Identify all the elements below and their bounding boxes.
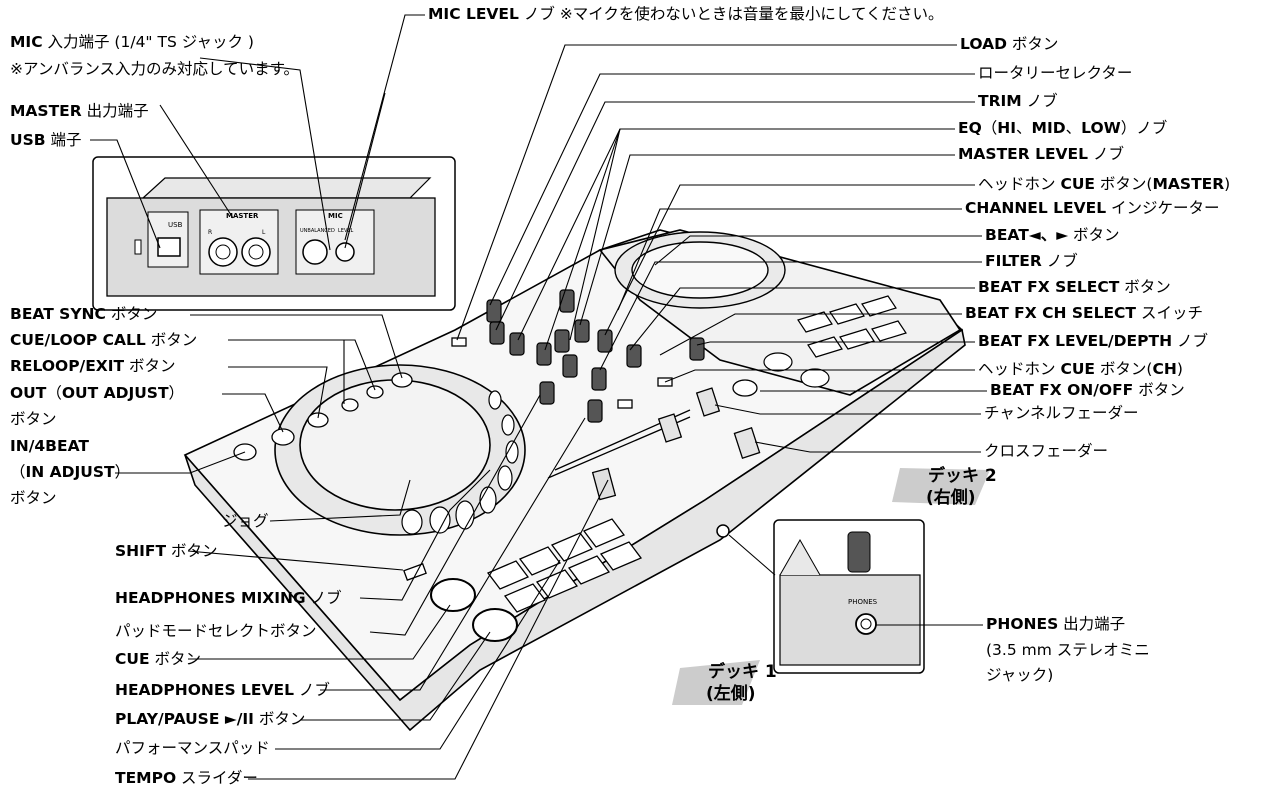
deck1-arrow: [672, 660, 760, 705]
inset-level-text: LEVEL: [338, 228, 354, 234]
mixer-knobs: [486, 289, 705, 423]
deck2-name: デッキ 2: [928, 466, 997, 486]
label-crossfader: クロスフェーダー: [984, 442, 1109, 460]
inset-mic-text: MIC: [328, 212, 343, 220]
label-master-level: MASTER LEVEL ノブ: [958, 145, 1124, 163]
label-rotary-selector: ロータリーセレクター: [978, 64, 1133, 82]
deck1-side: (左側): [706, 684, 756, 704]
label-beat-fx-ch-select: BEAT FX CH SELECT スイッチ: [965, 304, 1203, 322]
chassis-front: [184, 328, 966, 732]
label-usb-port: USB 端子: [10, 131, 82, 149]
label-beat-fx-on-off: BEAT FX ON/OFF ボタン: [990, 381, 1185, 399]
label-jog: ジョグ: [222, 512, 269, 530]
leader-lines: [90, 14, 987, 780]
label-trim: TRIM ノブ: [978, 92, 1058, 110]
label-in-adjust: （IN ADJUST）: [10, 463, 131, 481]
label-cue-loop-call: CUE/LOOP CALL ボタン: [10, 331, 198, 349]
label-phones-spec: (3.5 mm ステレオミニ: [986, 641, 1150, 659]
left-jog: [274, 364, 526, 536]
label-phones-output: PHONES 出力端子: [986, 615, 1126, 633]
deck2-side: (右側): [926, 488, 976, 508]
inset-rear-panel: [92, 156, 456, 311]
label-headphone-cue-ch: ヘッドホン CUE ボタン(CH): [978, 360, 1183, 378]
phones-jack-front: [716, 524, 730, 538]
label-channel-fader: チャンネルフェーダー: [984, 404, 1139, 422]
label-phones-jack: ジャック): [986, 666, 1054, 684]
performance-pads: [486, 518, 643, 613]
label-headphones-mixing: HEADPHONES MIXING ノブ: [115, 589, 342, 607]
deck2-arrow: [892, 468, 990, 505]
label-channel-level: CHANNEL LEVEL インジケーター: [965, 199, 1220, 217]
inset-l-text: L: [262, 229, 266, 236]
label-beat-fx-select: BEAT FX SELECT ボタン: [978, 278, 1171, 296]
label-in-4beat: IN/4BEAT: [10, 437, 89, 455]
inset-usb-text: USB: [168, 221, 183, 229]
label-reloop-exit: RELOOP/EXIT ボタン: [10, 357, 176, 375]
inset-phones-text: PHONES: [848, 598, 878, 606]
label-beat-sync: BEAT SYNC ボタン: [10, 305, 158, 323]
label-beat-buttons: BEAT◄、► ボタン: [985, 226, 1120, 244]
label-headphones-level: HEADPHONES LEVEL ノブ: [115, 681, 330, 699]
right-jog: [614, 231, 786, 309]
label-tempo-slider: TEMPO スライダー: [115, 769, 258, 787]
label-headphone-cue-master: ヘッドホン CUE ボタン(MASTER): [978, 175, 1231, 193]
inset-master-text: MASTER: [226, 212, 259, 220]
label-mic-input: MIC 入力端子 (1/4" TS ジャック ): [10, 33, 254, 51]
label-out-button: ボタン: [10, 410, 57, 428]
label-eq: EQ（HI、MID、LOW）ノブ: [958, 119, 1168, 137]
mixer-faders: [451, 337, 761, 459]
label-performance-pads: パフォーマンスパッド: [115, 739, 270, 757]
label-in-button: ボタン: [10, 489, 57, 507]
inset-unbalanced-text: UNBALANCED: [300, 228, 335, 234]
label-shift: SHIFT ボタン: [115, 542, 218, 560]
inset-r-text: R: [208, 229, 212, 236]
label-mic-level: MIC LEVEL ノブ ※マイクを使わないときは音量を最小にしてください。: [428, 5, 944, 23]
label-filter: FILTER ノブ: [985, 252, 1078, 270]
label-mic-unbalanced-note: ※アンバランス入力のみ対応しています。: [10, 60, 300, 78]
label-pad-mode-select: パッドモードセレクトボタン: [115, 622, 317, 640]
label-play-pause: PLAY/PAUSE ►/II ボタン: [115, 710, 306, 728]
inset-phones-panel: [773, 519, 925, 674]
label-master-output: MASTER 出力端子: [10, 102, 149, 120]
deck1-name: デッキ 1: [708, 662, 777, 682]
label-beat-fx-level-depth: BEAT FX LEVEL/DEPTH ノブ: [978, 332, 1208, 350]
label-out-adjust: OUT（OUT ADJUST）: [10, 384, 185, 402]
label-load: LOAD ボタン: [960, 35, 1059, 53]
label-cue-button: CUE ボタン: [115, 650, 201, 668]
